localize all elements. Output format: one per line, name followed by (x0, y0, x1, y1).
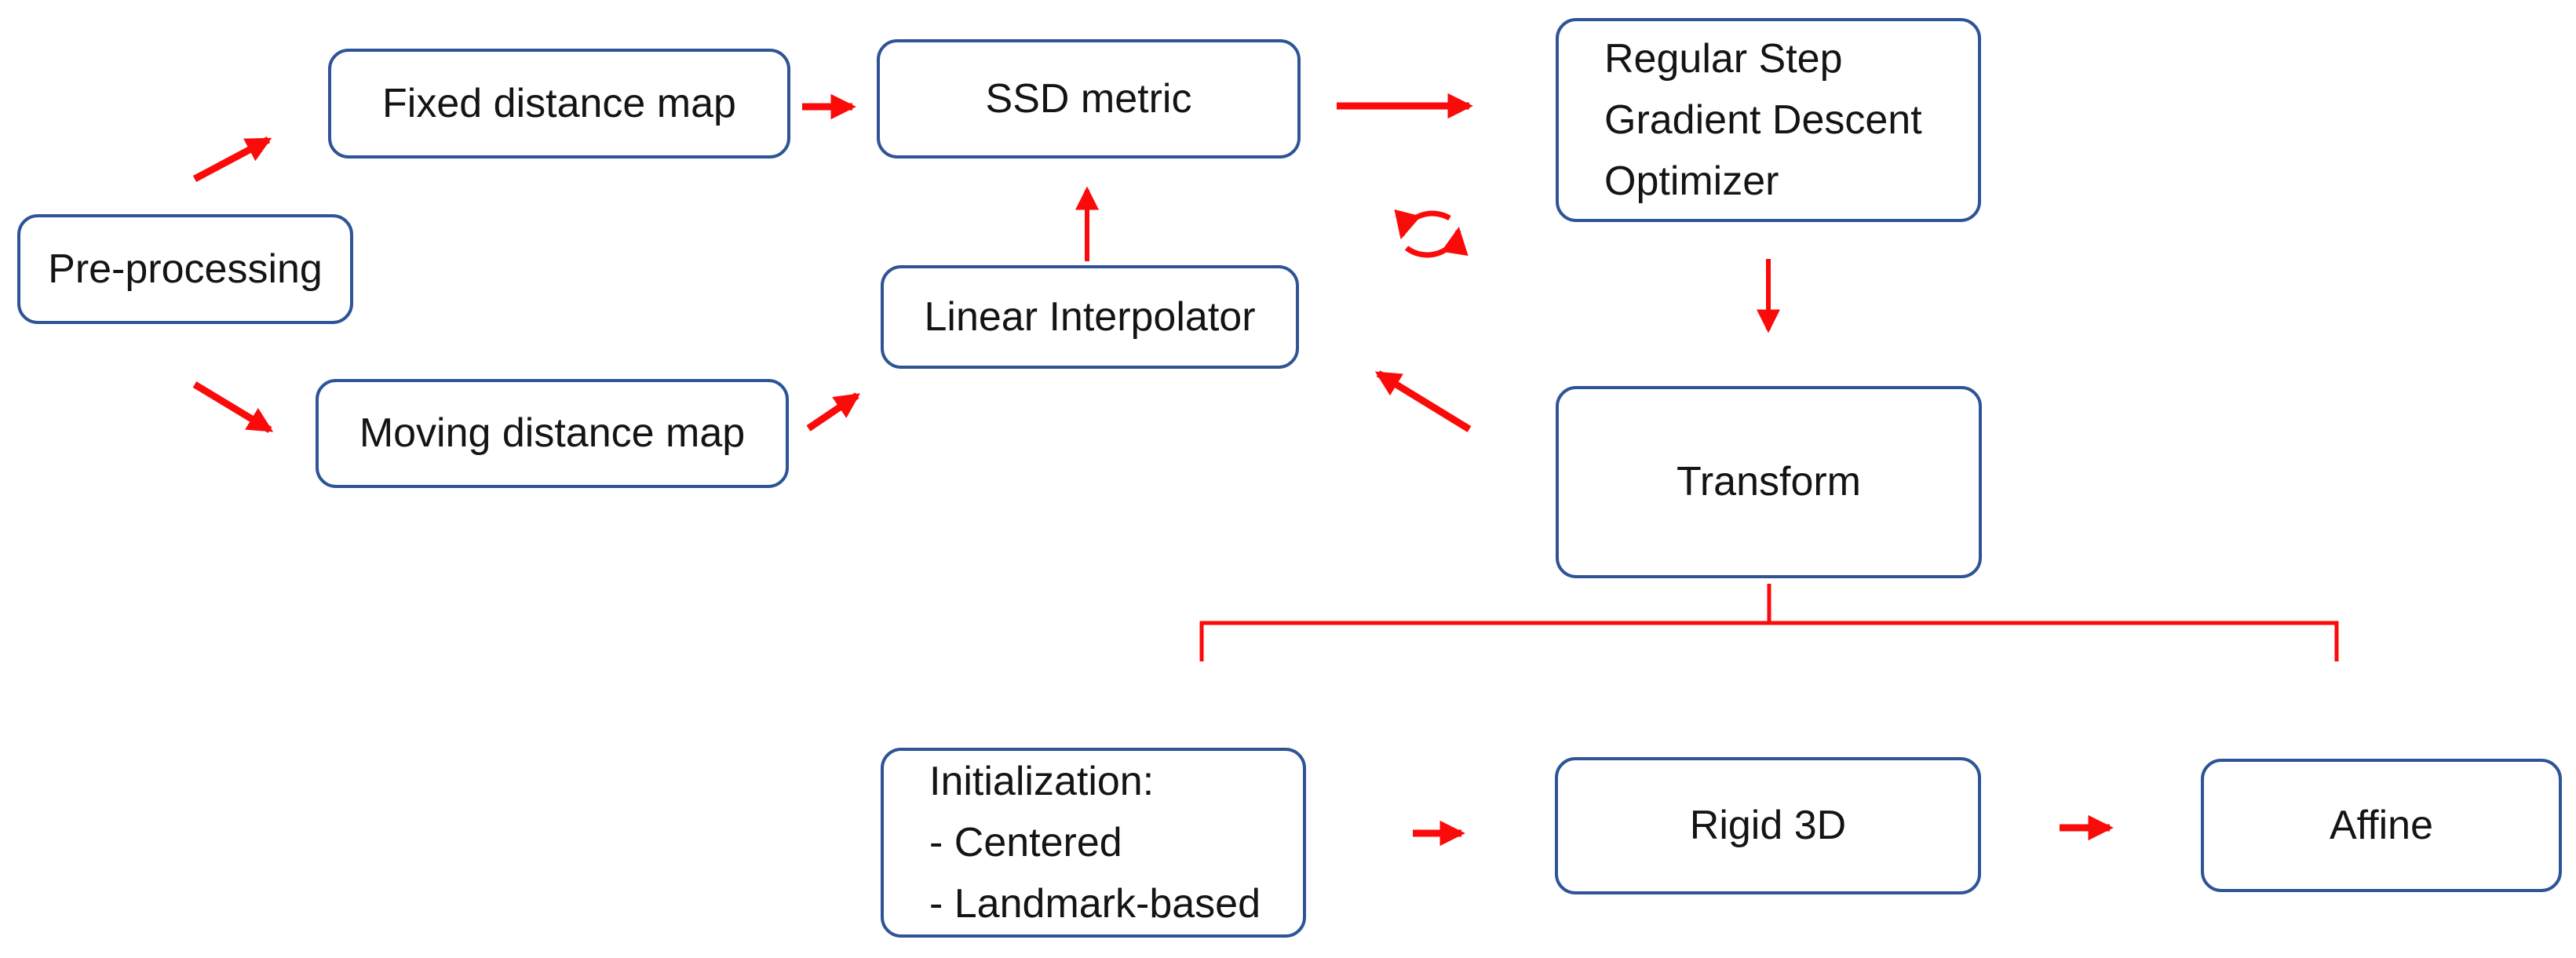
node-linear-interpolator-label: Linear Interpolator (924, 293, 1256, 340)
node-ssd-metric-label: SSD metric (985, 75, 1192, 122)
arrow-preprocessing-to-fixed (192, 137, 272, 182)
node-affine-label: Affine (2329, 802, 2434, 848)
node-linear-interpolator: Linear Interpolator (881, 265, 1299, 369)
cycle-arrows-icon (1394, 209, 1469, 258)
node-transform: Transform (1556, 386, 1982, 578)
node-fixed-distance-map-label: Fixed distance map (382, 80, 736, 126)
arrow-preprocessing-to-moving (192, 381, 274, 433)
arrow-moving-to-interpolator (806, 392, 861, 432)
node-moving-distance-map: Moving distance map (316, 379, 789, 488)
node-initialization-label: Initialization: - Centered - Landmark-ba… (929, 759, 1261, 927)
node-rigid-3d: Rigid 3D (1555, 757, 1981, 894)
node-pre-processing-label: Pre-processing (48, 246, 323, 292)
arrow-transform-to-interpolator (1374, 370, 1472, 432)
node-affine: Affine (2201, 759, 2562, 892)
node-optimizer: Regular Step Gradient Descent Optimizer (1556, 18, 1981, 222)
node-pre-processing: Pre-processing (17, 214, 353, 324)
node-ssd-metric: SSD metric (877, 39, 1301, 158)
node-moving-distance-map-label: Moving distance map (359, 410, 746, 457)
node-transform-label: Transform (1677, 459, 1861, 505)
node-optimizer-label: Regular Step Gradient Descent Optimizer (1604, 36, 1922, 204)
node-fixed-distance-map: Fixed distance map (328, 49, 790, 158)
transform-branch-bracket (1199, 584, 2339, 661)
node-initialization: Initialization: - Centered - Landmark-ba… (881, 748, 1306, 938)
node-rigid-3d-label: Rigid 3D (1689, 803, 1847, 849)
